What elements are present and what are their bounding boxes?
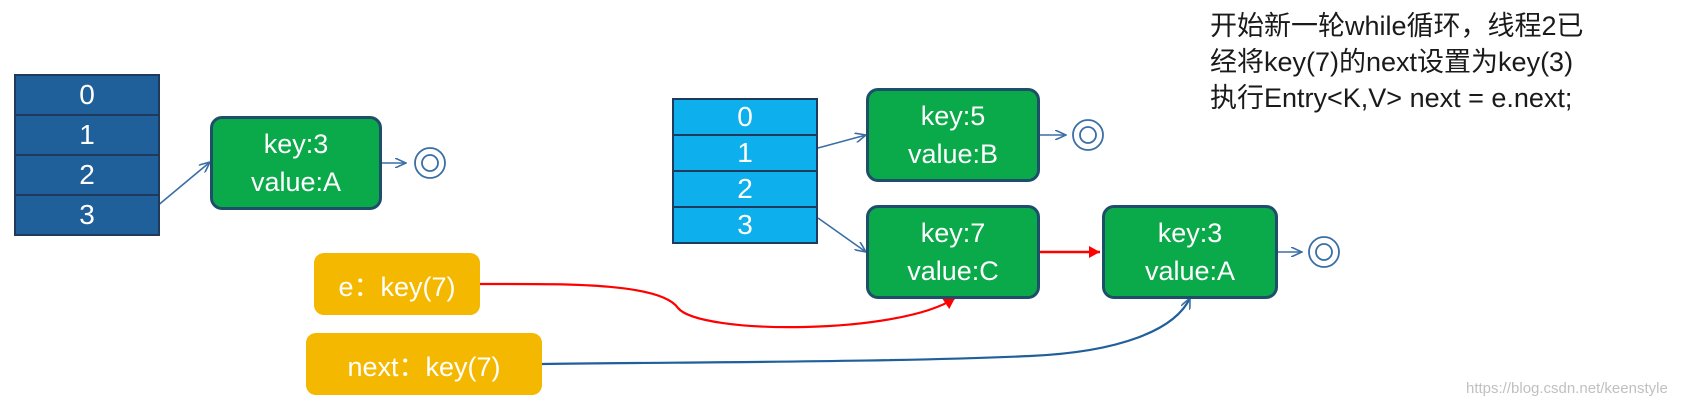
caption-line-3: 执行Entry<K,V> next = e.next;: [1210, 83, 1573, 113]
right-node-key3: key:3 value:A: [1102, 205, 1278, 299]
right-bucket-2: 2: [672, 170, 818, 208]
node-value: value:A: [250, 167, 342, 197]
node-key: key:3: [1157, 218, 1223, 248]
node-key: key:3: [263, 129, 329, 159]
node-key: key:7: [920, 218, 986, 248]
left-hash-table: 0 1 2 3: [14, 74, 160, 236]
caption-line-2: 经将key(7)的next设置为key(3): [1210, 47, 1574, 77]
right-bucket-1: 1: [672, 134, 818, 172]
left-bucket-0: 0: [14, 74, 160, 116]
left-bucket-3: 3: [14, 194, 160, 236]
var-e-box: e：key(7): [314, 253, 480, 315]
arrow-next-to-key3: [541, 298, 1191, 366]
node-value: value:C: [907, 256, 999, 286]
null-terminator-icon: [1308, 236, 1340, 268]
arrow-right-bucket1-to-key5: [817, 135, 866, 149]
arrow-left-bucket3-to-key3: [149, 162, 210, 213]
right-node-key5: key:5 value:B: [866, 88, 1040, 182]
right-hash-table: 0 1 2 3: [672, 98, 818, 244]
left-bucket-1: 1: [14, 114, 160, 156]
node-value: value:B: [907, 139, 999, 169]
left-bucket-2: 2: [14, 154, 160, 196]
right-bucket-0: 0: [672, 98, 818, 136]
right-node-key7: key:7 value:C: [866, 205, 1040, 299]
caption-text: 开始新一轮while循环，线程2已 经将key(7)的next设置为key(3)…: [1210, 8, 1584, 116]
null-terminator-icon: [414, 147, 446, 179]
var-next-box: next：key(7): [306, 333, 542, 395]
node-key: key:5: [920, 101, 986, 131]
caption-line-1: 开始新一轮while循环，线程2已: [1210, 11, 1584, 41]
right-bucket-3: 3: [672, 206, 818, 244]
arrow-e-to-key7: [479, 282, 956, 329]
null-terminator-icon: [1072, 119, 1104, 151]
watermark: https://blog.csdn.net/keenstyle: [1466, 380, 1668, 397]
arrow-right-bucket3-to-key7: [817, 217, 866, 252]
node-value: value:A: [1144, 256, 1236, 286]
left-node-key3: key:3 value:A: [210, 116, 382, 210]
